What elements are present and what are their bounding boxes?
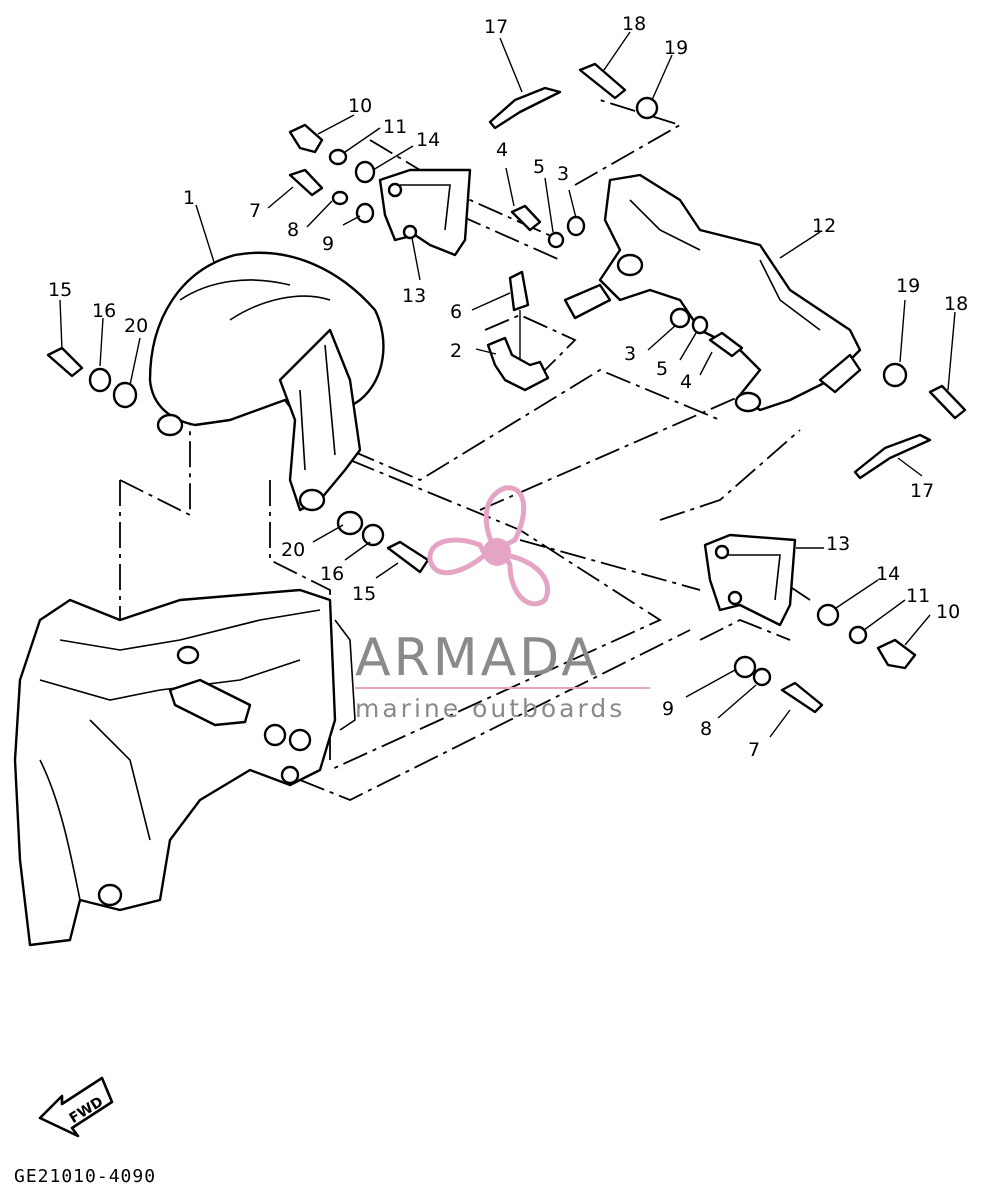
- callout-7: 7: [249, 200, 261, 222]
- callout-19: 19: [896, 275, 920, 297]
- callout-10: 10: [936, 601, 960, 623]
- part-2-clip: [486, 336, 550, 392]
- callout-18: 18: [944, 293, 968, 315]
- callout-15: 15: [48, 279, 72, 301]
- callout-9: 9: [322, 233, 334, 255]
- callout-3: 3: [557, 163, 569, 185]
- fwd-arrow-icon: [38, 1076, 114, 1138]
- callout-16: 16: [320, 563, 344, 585]
- callout-4: 4: [680, 371, 692, 393]
- watermark: ARMADA marine outboards: [355, 485, 650, 723]
- lower-housing: [13, 588, 356, 947]
- callout-8: 8: [287, 219, 299, 241]
- callout-11: 11: [906, 585, 930, 607]
- callout-16: 16: [92, 300, 116, 322]
- callout-10: 10: [348, 95, 372, 117]
- callout-5: 5: [533, 156, 545, 178]
- callout-7: 7: [748, 739, 760, 761]
- leader-lines: [59, 31, 956, 738]
- callout-11: 11: [383, 116, 407, 138]
- callout-1: 1: [183, 187, 195, 209]
- callout-15: 15: [352, 583, 376, 605]
- callout-18: 18: [622, 13, 646, 35]
- propeller-logo-icon: [427, 485, 551, 607]
- watermark-tagline: marine outboards: [355, 694, 625, 723]
- watermark-brand: ARMADA: [355, 628, 600, 688]
- diagram-code: GE21010-4090: [14, 1166, 156, 1187]
- callout-13: 13: [402, 285, 426, 307]
- callout-12: 12: [812, 215, 836, 237]
- hardware: [46, 62, 967, 714]
- part-12-bracket: [563, 173, 862, 413]
- callout-14: 14: [876, 563, 900, 585]
- fwd-arrow: FWD: [38, 1076, 114, 1138]
- callout-3: 3: [624, 343, 636, 365]
- part-13-plate-upper: [378, 168, 472, 257]
- callout-17: 17: [910, 480, 934, 502]
- part-13-plate-lower: [703, 533, 797, 627]
- callout-14: 14: [416, 129, 440, 151]
- callout-17: 17: [484, 16, 508, 38]
- callout-13: 13: [826, 533, 850, 555]
- callout-20: 20: [281, 539, 305, 561]
- part-1-mount-cover: [148, 251, 385, 512]
- callout-8: 8: [700, 718, 712, 740]
- callout-6: 6: [450, 301, 462, 323]
- callout-4: 4: [496, 139, 508, 161]
- callout-19: 19: [664, 37, 688, 59]
- callout-20: 20: [124, 315, 148, 337]
- callout-5: 5: [656, 358, 668, 380]
- callout-labels: 1 2 3 3 4 4 5 5 6 7 7 8 8 9 9 10 10 11 1…: [48, 13, 968, 761]
- callout-2: 2: [450, 340, 462, 362]
- callout-9: 9: [662, 698, 674, 720]
